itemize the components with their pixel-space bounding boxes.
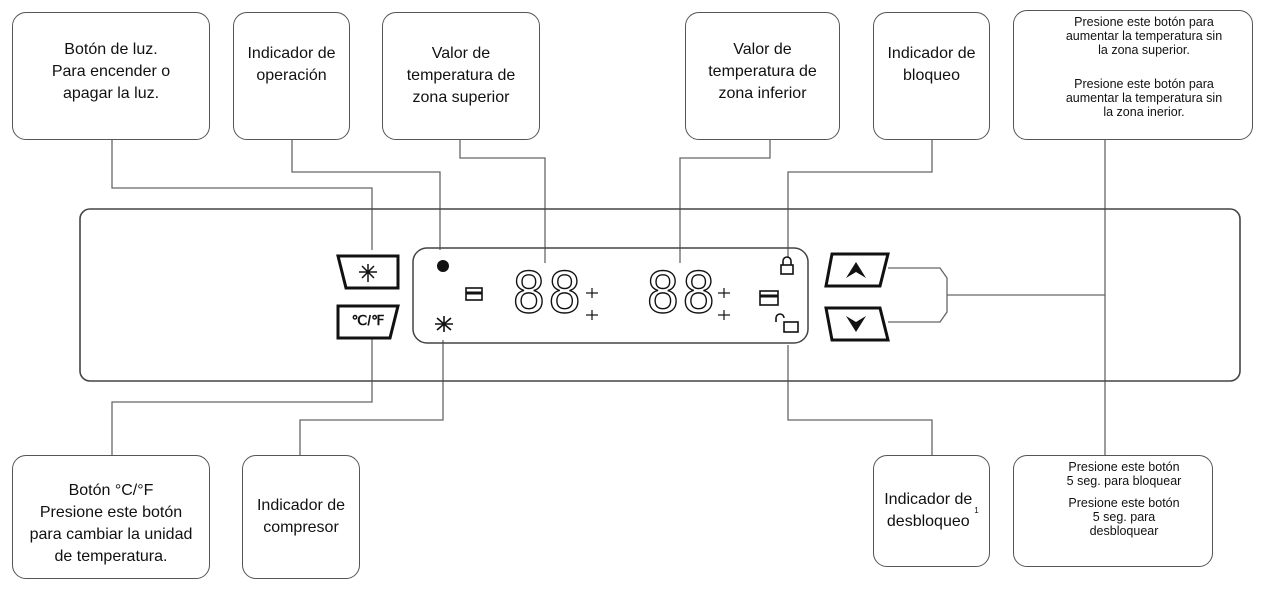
callout-text: Indicador de desbloqueo [884, 491, 973, 530]
display-window [412, 247, 809, 344]
callout-unit-button: Botón °C/°F Presione este botón para cam… [12, 455, 210, 579]
lower-zone-indicator-icon [759, 290, 779, 306]
upper-temp-leader [459, 140, 546, 263]
footnote-marker: 1 [974, 506, 979, 515]
callout-operation-indicator: Indicador de operación [233, 12, 350, 140]
callout-text: Indicador de bloqueo [887, 45, 976, 84]
arrow-buttons-bracket [888, 267, 948, 323]
unlock-leader [787, 345, 933, 455]
light-icon [359, 264, 377, 282]
unit-button-label: ℃/℉ [351, 312, 385, 328]
light-button[interactable] [336, 254, 400, 290]
callout-text: Valor de temperatura de zona inferior [708, 41, 817, 102]
lock-leader [787, 140, 933, 258]
compressor-icon [435, 316, 453, 332]
light-button-leader [111, 140, 373, 250]
lock-help-text: Presione este botón 5 seg. para bloquear [1066, 460, 1182, 488]
operation-leader [291, 140, 441, 250]
down-button[interactable] [824, 306, 890, 342]
callout-lock-unlock-help: Presione este botón 5 seg. para bloquear… [1013, 455, 1213, 567]
callout-lock-indicator: Indicador de bloqueo [873, 12, 990, 140]
upper-temp-display: 88 [511, 261, 584, 326]
down-arrow-icon [846, 316, 866, 332]
unit-button-leader [111, 334, 373, 455]
compressor-leader [299, 340, 444, 455]
lower-temp-display: 88 [645, 261, 718, 326]
callout-unlock-indicator: Indicador de desbloqueo 1 [873, 455, 990, 567]
callout-up-down-help: Presione este botón para aumentar la tem… [1013, 10, 1253, 140]
up-arrow-icon [846, 262, 866, 278]
up-help-text: Presione este botón para aumentar la tem… [1065, 15, 1223, 57]
callout-text: Valor de temperatura de zona superior [406, 45, 516, 106]
callout-text: Botón de luz. Para encender o apagar la … [51, 41, 171, 102]
lock-icon [780, 256, 794, 275]
operation-dot-icon [437, 260, 449, 272]
snowflake-icon [586, 288, 598, 320]
unlock-help-text: Presione este botón 5 seg. para desbloqu… [1068, 496, 1180, 538]
snowflake-icon [718, 288, 730, 320]
lower-temp-leader [679, 140, 771, 263]
callout-light-button: Botón de luz. Para encender o apagar la … [12, 12, 210, 140]
unlock-icon [775, 313, 799, 333]
callout-text: Indicador de operación [247, 45, 336, 84]
callout-text: Indicador de compresor [256, 497, 346, 536]
callout-upper-temp-value: Valor de temperatura de zona superior [382, 12, 540, 140]
control-panel-frame [79, 208, 1241, 382]
callout-text: Botón °C/°F Presione este botón para cam… [29, 482, 193, 565]
down-help-text: Presione este botón para aumentar la tem… [1065, 77, 1223, 119]
callout-lower-temp-value: Valor de temperatura de zona inferior [685, 12, 840, 140]
up-button[interactable] [824, 252, 890, 288]
callout-compressor-indicator: Indicador de compresor [242, 455, 360, 579]
unit-toggle-button[interactable] [336, 304, 400, 340]
